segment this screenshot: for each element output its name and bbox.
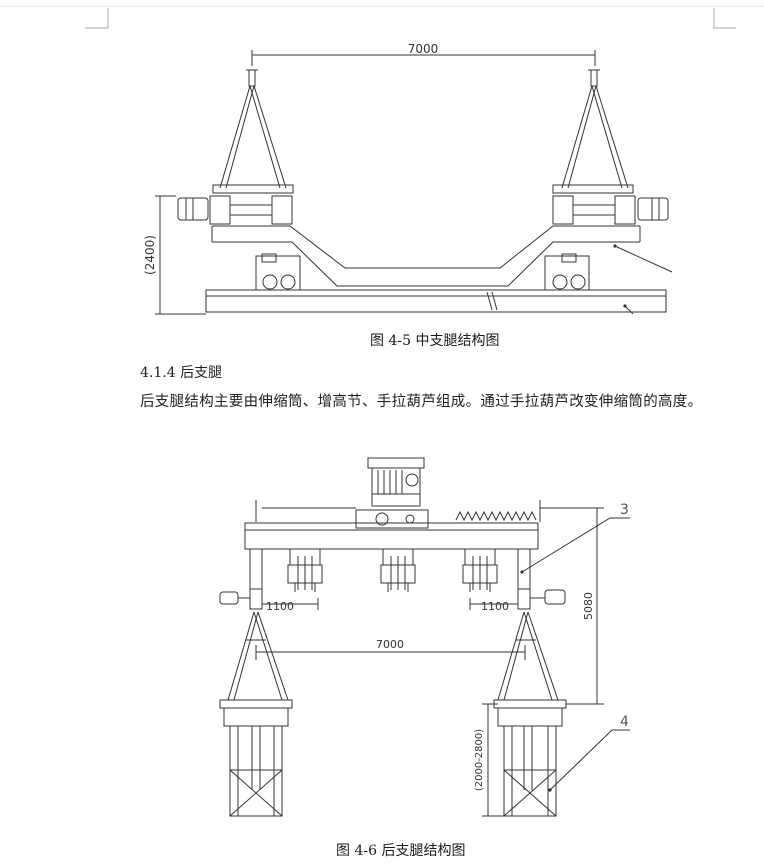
figure-4-6-caption: 图 4-6 后支腿结构图 [336, 843, 466, 859]
fig2-height-dimension: 5080 [582, 592, 595, 620]
callout-label-3: 3 [620, 502, 629, 518]
fig2-right-offset-dimension: 1100 [481, 600, 509, 613]
page-corner-marks [0, 5, 764, 29]
middle-leg-drawing: 7000 (2400) [143, 42, 673, 315]
fig1-height-dimension: (2400) [143, 235, 157, 275]
rear-leg-drawing: 1100 1100 7000 5080 (2000-2800) 3 4 [219, 457, 630, 817]
figure-4-5-caption: 图 4-5 中支腿结构图 [370, 333, 500, 349]
callout-label-4: 4 [620, 714, 629, 730]
fig1-width-dimension: 7000 [408, 42, 439, 56]
section-heading: 4.1.4 后支腿 [140, 365, 223, 381]
fig2-width-dimension: 7000 [376, 638, 404, 651]
section-paragraph: 后支腿结构主要由伸缩筒、增高节、手拉葫芦组成。通过手拉葫芦改变伸缩筒的高度。 [140, 394, 703, 410]
fig2-left-offset-dimension: 1100 [266, 600, 294, 613]
fig2-range-dimension: (2000-2800) [474, 729, 485, 791]
